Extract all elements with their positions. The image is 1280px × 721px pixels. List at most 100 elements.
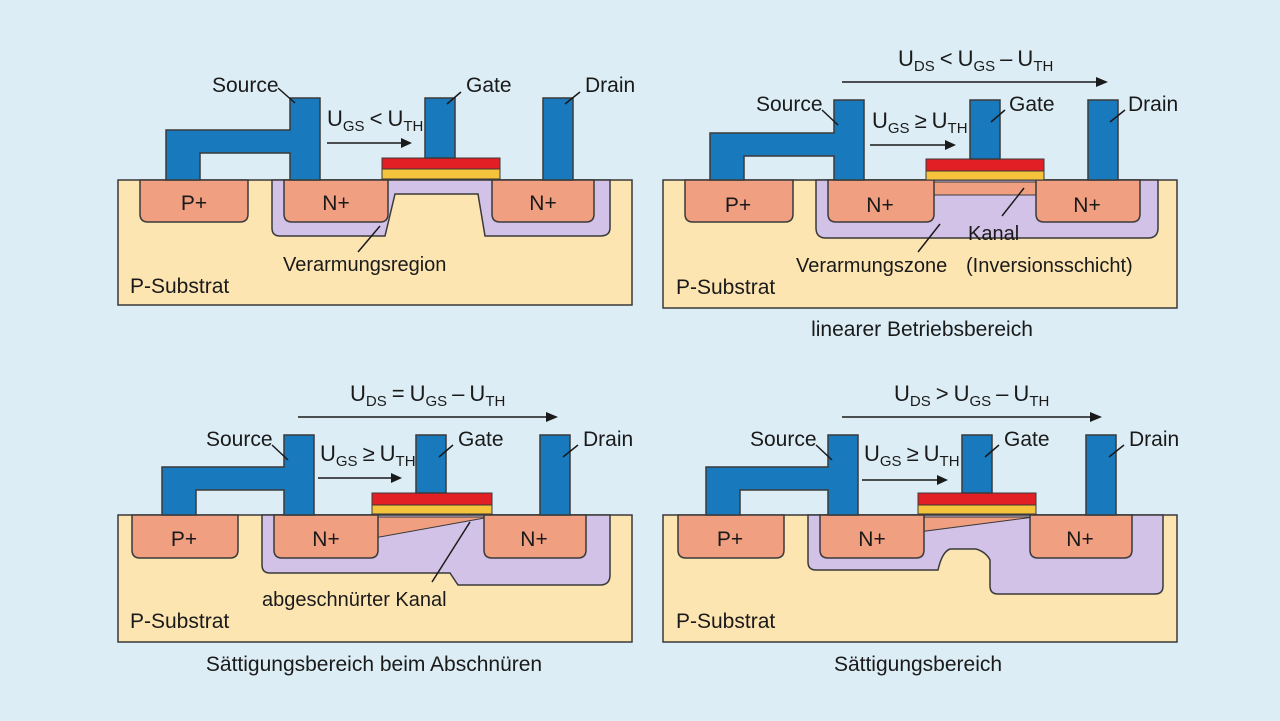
p-plus-label: P+ — [725, 194, 751, 217]
n-plus-source-label: N+ — [858, 528, 885, 551]
drain-contact — [1085, 434, 1117, 516]
drain-label: Drain — [1128, 93, 1178, 116]
source-contact — [161, 434, 315, 516]
gate-oxide-yellow — [925, 170, 1045, 181]
n-plus-source-well — [283, 179, 389, 223]
gate-contact — [415, 434, 447, 494]
n-plus-source-label: N+ — [866, 194, 893, 217]
drain-leader — [564, 91, 581, 105]
n-plus-drain-well — [1029, 514, 1133, 559]
n-plus-drain-well — [491, 179, 595, 223]
n-plus-source-well — [273, 514, 379, 559]
gate-oxide-red — [371, 492, 493, 506]
panel-pinchoff: P+ N+ N+ Source Gate Drain UDS=UGS–UTH U… — [117, 381, 633, 676]
source-label: Source — [212, 74, 279, 97]
n-plus-source-well — [827, 179, 935, 223]
p-plus-well — [131, 514, 239, 559]
depletion-leader — [357, 225, 381, 253]
substrate-label: P-Substrat — [130, 275, 229, 298]
channel-label: Kanal — [968, 223, 1019, 245]
vds-arrowhead — [1096, 77, 1108, 87]
vds-condition: UDS<UGS–UTH — [898, 46, 1053, 75]
vds-condition: UDS=UGS–UTH — [350, 381, 505, 410]
vds-arrowhead — [1090, 412, 1102, 422]
p-plus-well — [139, 179, 249, 223]
substrate-label: P-Substrat — [676, 610, 775, 633]
gate-oxide-red — [381, 157, 501, 170]
pinched-channel-label: abgeschnürter Kanal — [262, 589, 447, 611]
drain-label: Drain — [1129, 428, 1179, 451]
p-plus-label: P+ — [171, 528, 197, 551]
gate-leader — [446, 91, 462, 105]
gate-leader — [984, 444, 1000, 458]
source-contact — [709, 99, 865, 181]
n-plus-source-well — [819, 514, 925, 559]
n-plus-drain-label: N+ — [520, 528, 547, 551]
panel-saturation: P+ N+ N+ Source Gate Drain UDS>UGS–UTH U… — [662, 381, 1179, 676]
gate-label: Gate — [1004, 428, 1050, 451]
gate-contact — [969, 99, 1001, 160]
drain-contact — [539, 434, 571, 516]
n-plus-drain-well — [483, 514, 587, 559]
source-leader — [821, 109, 839, 126]
substrate-label: P-Substrat — [676, 276, 775, 299]
source-leader — [277, 87, 296, 104]
source-leader — [271, 444, 289, 461]
gate-label: Gate — [458, 428, 504, 451]
gate-label: Gate — [1009, 93, 1055, 116]
gate-leader — [438, 444, 454, 458]
gate-oxide-red — [925, 158, 1045, 172]
gate-oxide-yellow — [371, 504, 493, 515]
gate-oxide-yellow — [381, 168, 501, 180]
p-plus-well — [684, 179, 794, 223]
drain-label: Drain — [583, 428, 633, 451]
drain-contact — [542, 97, 574, 181]
drain-contact — [1087, 99, 1119, 181]
source-leader — [815, 444, 833, 461]
gate-oxide-red — [917, 492, 1037, 506]
gate-leader — [990, 109, 1006, 123]
gate-label: Gate — [466, 74, 512, 97]
drain-leader — [1108, 444, 1125, 458]
inversion-channel — [927, 181, 1039, 196]
vds-arrowhead — [546, 412, 558, 422]
panel-caption: Sättigungsbereich beim Abschnüren — [206, 653, 542, 676]
gate-contact — [424, 97, 456, 159]
source-contact — [165, 97, 321, 181]
source-label: Source — [756, 93, 823, 116]
depletion-leader — [917, 223, 941, 253]
vgs-condition: UGS≥UTH — [320, 441, 416, 470]
depletion-region-label: Verarmungsregion — [283, 254, 446, 276]
inversion-layer-label: (Inversionsschicht) — [966, 255, 1133, 277]
pinchoff-leader — [431, 521, 471, 583]
vds-condition: UDS>UGS–UTH — [894, 381, 1049, 410]
panel-linear: P+ N+ N+ Source Gate Drain UDS<UGS–UTH U… — [662, 46, 1178, 341]
channel-leader — [1001, 187, 1025, 217]
panel-cutoff: P+ N+ N+ Source Gate Drain UGS<UTH Verar… — [117, 74, 635, 306]
n-plus-source-label: N+ — [312, 528, 339, 551]
vgs-arrowhead — [945, 140, 956, 150]
panel-caption: Sättigungsbereich — [834, 653, 1002, 676]
gate-contact — [961, 434, 993, 494]
vgs-condition: UGS<UTH — [327, 106, 423, 135]
gate-oxide-yellow — [917, 504, 1037, 515]
p-plus-label: P+ — [181, 192, 207, 215]
p-plus-label: P+ — [717, 528, 743, 551]
p-plus-well — [677, 514, 785, 559]
drain-label: Drain — [585, 74, 635, 97]
n-plus-drain-label: N+ — [1073, 194, 1100, 217]
vgs-condition: UGS≥UTH — [872, 108, 968, 137]
drain-leader — [562, 444, 579, 458]
source-label: Source — [750, 428, 817, 451]
panel-caption: linearer Betriebsbereich — [811, 318, 1033, 341]
drain-leader — [1109, 109, 1126, 123]
substrate-label: P-Substrat — [130, 610, 229, 633]
n-plus-source-label: N+ — [322, 192, 349, 215]
depletion-zone-label: Verarmungszone — [796, 255, 947, 277]
vgs-arrowhead — [391, 473, 402, 483]
vgs-condition: UGS≥UTH — [864, 441, 960, 470]
n-plus-drain-well — [1035, 179, 1141, 223]
n-plus-drain-label: N+ — [1066, 528, 1093, 551]
vgs-arrowhead — [401, 138, 412, 148]
